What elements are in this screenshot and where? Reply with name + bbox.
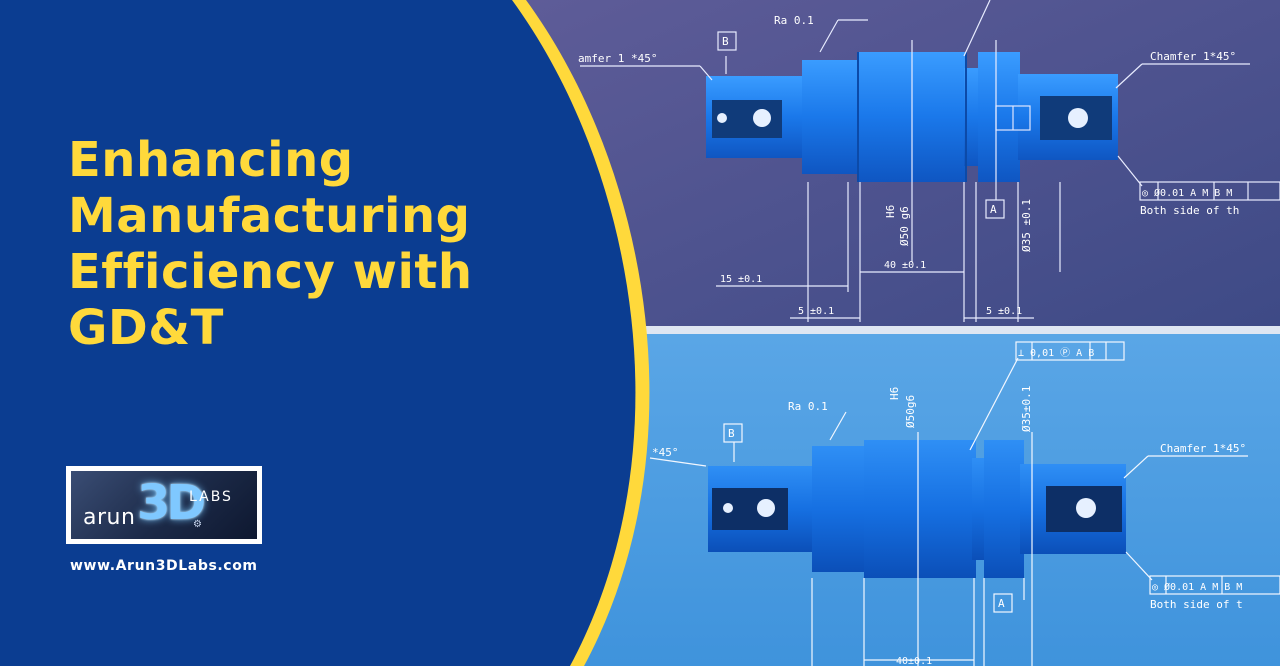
gear-icon: ⚙ (193, 519, 202, 530)
top-dim-15-label: 15 ±0.1 (720, 274, 762, 285)
bottom-shaft-part (708, 440, 1126, 578)
logo-word-labs: LABS (189, 489, 233, 505)
top-note-label: Both side of th (1140, 204, 1239, 217)
top-dim-5-right-label: 5 ±0.1 (986, 306, 1022, 317)
top-dim-dia50-label: Ø50 g6 (898, 206, 911, 246)
top-drawing-labels: Ra 0.1 amfer 1 *45° Chamfer 1*45° B A ◎ … (578, 14, 1239, 317)
top-fcf-label: ◎ Ø0.01 A M B M (1142, 187, 1232, 199)
headline-line-4: GD&T (68, 300, 224, 356)
bottom-datum-b-label: B (728, 427, 735, 440)
top-chamfer-left-label: amfer 1 *45° (578, 52, 657, 65)
logo-word-arun: arun (83, 505, 136, 530)
top-dimension-lines (580, 0, 1280, 322)
bottom-fcf-label: ◎ Ø0.01 A M B M (1152, 581, 1242, 593)
bottom-roughness-label: Ra 0.1 (788, 400, 828, 413)
bottom-fcf-top-label: ⊥ 0,01 Ⓟ A B (1018, 347, 1094, 359)
arun3dlabs-logo: arun 3D LABS ⚙ (66, 466, 262, 544)
website-url: www.Arun3DLabs.com (70, 558, 258, 574)
top-chamfer-right-label: Chamfer 1*45° (1150, 50, 1236, 63)
logo-word-3d: 3D (137, 475, 206, 531)
bottom-dim-40-label: 40±0.1 (896, 656, 932, 666)
top-dim-h6-label: H6 (884, 205, 897, 218)
bottom-note-label: Both side of t (1150, 598, 1243, 611)
top-datum-b-label: B (722, 35, 729, 48)
top-roughness-label: Ra 0.1 (774, 14, 814, 27)
bottom-datum-a-label: A (998, 597, 1005, 610)
logo-panel: arun 3D LABS ⚙ (71, 471, 257, 539)
headline: Enhancing Manufacturing Efficiency with … (68, 132, 528, 356)
bottom-dim-dia50-label: Ø50g6 (904, 395, 917, 428)
bottom-dim-h6-label: H6 (888, 387, 901, 400)
bottom-drawing-labels: Ra 0.1 *45° Chamfer 1*45° B A ⊥ 0,01 Ⓟ A… (652, 347, 1246, 666)
top-dim-40-label: 40 ±0.1 (884, 260, 926, 271)
top-dim-5-left-label: 5 ±0.1 (798, 306, 834, 317)
headline-line-1: Enhancing (68, 132, 354, 188)
headline-line-3: Efficiency with (68, 244, 473, 300)
bottom-chamfer-left-label: *45° (652, 446, 679, 459)
top-datum-a-label: A (990, 203, 997, 216)
headline-line-2: Manufacturing (68, 188, 471, 244)
bottom-chamfer-right-label: Chamfer 1*45° (1160, 442, 1246, 455)
bottom-dim-dia35-label: Ø35±0.1 (1020, 386, 1033, 432)
divider-strip (520, 326, 1280, 334)
top-dim-dia35-label: Ø35 ±0.1 (1020, 199, 1033, 252)
bottom-dimension-lines (649, 341, 1280, 666)
